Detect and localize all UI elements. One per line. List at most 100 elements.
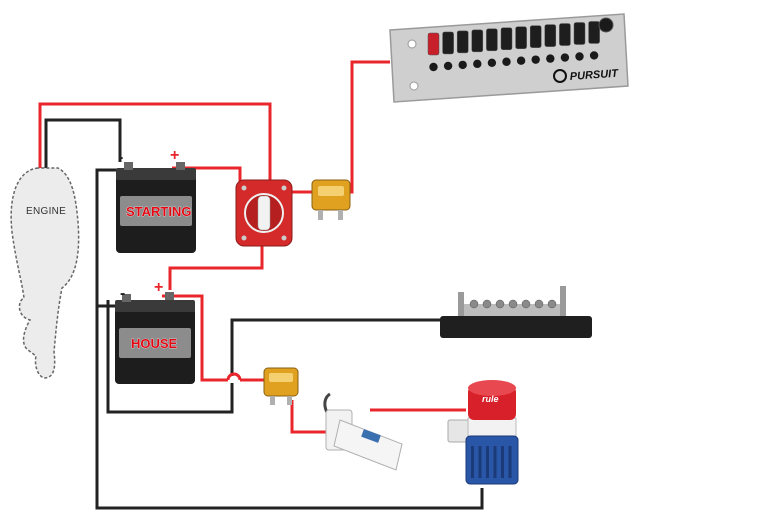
panel-rocker-switch bbox=[471, 29, 484, 53]
engine-outline bbox=[10, 167, 80, 379]
negative-sign: - bbox=[118, 149, 123, 166]
mount-screw bbox=[281, 185, 287, 191]
house-loop-wire bbox=[106, 300, 234, 414]
engine-positive-wire bbox=[38, 102, 272, 182]
switch-to-house-wire bbox=[168, 246, 264, 290]
panel-led-row bbox=[429, 51, 599, 72]
panel-rocker-switch bbox=[442, 31, 454, 55]
fuse-blade bbox=[338, 210, 343, 220]
panel-indicator-led bbox=[487, 58, 497, 67]
busbar-screw bbox=[547, 299, 557, 309]
pump-grille-slot bbox=[471, 446, 474, 478]
float-switch bbox=[323, 392, 403, 471]
bus-bar bbox=[440, 286, 592, 338]
positive-sign: + bbox=[170, 147, 179, 164]
panel-indicator-led bbox=[589, 51, 599, 60]
panel-indicator-led bbox=[429, 62, 438, 72]
pump-fuse bbox=[263, 367, 299, 405]
battery-label: STARTING bbox=[126, 204, 191, 219]
panel-switch-row bbox=[427, 17, 614, 56]
panel-fuse bbox=[311, 179, 351, 220]
starting-positive-wire bbox=[172, 166, 242, 182]
panel-mount-hole bbox=[409, 81, 419, 91]
fuse-blade bbox=[270, 396, 275, 405]
busbar-screw bbox=[521, 299, 531, 309]
busbar-stud bbox=[458, 292, 464, 316]
panel-indicator-led bbox=[473, 59, 482, 69]
mount-screw bbox=[281, 235, 287, 241]
panel-rocker-switch bbox=[544, 24, 557, 47]
pump-brand: rule bbox=[482, 394, 499, 404]
busbar-screw bbox=[482, 299, 492, 309]
float-switch-decal bbox=[361, 429, 381, 443]
panel-indicator-led bbox=[502, 57, 511, 66]
busbar-screw bbox=[469, 299, 479, 309]
pump-grille-slot bbox=[501, 446, 504, 478]
battery-lid bbox=[115, 300, 195, 312]
mount-screw bbox=[241, 235, 247, 241]
pump-body-white bbox=[467, 417, 517, 439]
busbar-base bbox=[440, 316, 592, 338]
panel-indicator-led bbox=[516, 56, 526, 65]
switch-panel: PURSUIT bbox=[389, 13, 629, 103]
fuse-blade bbox=[287, 396, 292, 405]
engine-ground-wire bbox=[44, 118, 122, 168]
busbar-stud bbox=[560, 286, 566, 316]
panel-rocker-switch bbox=[515, 26, 527, 49]
float-switch-arm bbox=[333, 419, 403, 471]
mount-screw bbox=[241, 185, 247, 191]
panel-indicator-led bbox=[443, 61, 453, 71]
positive-terminal bbox=[165, 292, 174, 300]
pump-grille-slot bbox=[508, 446, 512, 478]
fuse-window bbox=[318, 186, 344, 196]
switch-knob bbox=[257, 195, 271, 231]
fuse-to-float-switch-wire bbox=[290, 400, 334, 434]
panel-rocker-switch bbox=[559, 23, 571, 46]
wire-crossover-hop bbox=[226, 372, 242, 381]
fuse-to-panel-wire bbox=[346, 60, 390, 194]
positive-sign: + bbox=[154, 279, 163, 296]
negative-wires bbox=[44, 118, 484, 510]
positive-wires bbox=[38, 60, 466, 434]
busbar-screw bbox=[534, 299, 544, 309]
positive-terminal bbox=[176, 162, 185, 170]
panel-indicator-led bbox=[531, 55, 540, 64]
panel-rocker-switch bbox=[456, 30, 469, 54]
busbar-screw bbox=[508, 299, 518, 309]
panel-indicator-led bbox=[575, 52, 584, 61]
pump-grille-slot bbox=[478, 446, 482, 478]
pump-grille-slot bbox=[493, 446, 497, 478]
battery-selector-switch bbox=[235, 179, 293, 247]
bilge-pump: rule bbox=[447, 380, 519, 485]
engine: ENGINE bbox=[10, 167, 80, 379]
engine-label: ENGINE bbox=[26, 206, 66, 217]
house-battery: HOUSE + - bbox=[115, 279, 195, 384]
panel-mount-hole bbox=[407, 39, 417, 49]
panel-master-switch bbox=[427, 32, 440, 56]
panel-rocker-switch bbox=[500, 27, 513, 50]
busbar-ground-wire bbox=[230, 318, 440, 376]
panel-brand: PURSUIT bbox=[569, 68, 619, 83]
panel-rocker-switch bbox=[588, 21, 600, 44]
panel-rocker-switch bbox=[486, 28, 498, 52]
house-to-fuse-wire bbox=[162, 294, 228, 382]
pump-grille-slot bbox=[486, 446, 489, 478]
panel-usb-socket bbox=[598, 17, 614, 33]
busbar-screw bbox=[495, 299, 505, 309]
battery-label-panel bbox=[120, 196, 192, 226]
panel-rocker-switch bbox=[573, 22, 586, 45]
pump-grille bbox=[471, 446, 512, 478]
battery-label-panel bbox=[119, 328, 191, 358]
panel-rocker-switch bbox=[529, 25, 542, 48]
negative-terminal bbox=[124, 162, 133, 170]
panel-indicator-led bbox=[458, 60, 467, 70]
negative-sign: - bbox=[120, 285, 125, 302]
fuse-window bbox=[269, 373, 293, 382]
starting-battery: STARTING + - bbox=[116, 147, 196, 253]
fuse-blade bbox=[318, 210, 323, 220]
panel-indicator-led bbox=[560, 53, 570, 62]
battery-label: HOUSE bbox=[131, 336, 178, 351]
panel-indicator-led bbox=[546, 54, 555, 63]
negative-terminal bbox=[122, 294, 131, 302]
